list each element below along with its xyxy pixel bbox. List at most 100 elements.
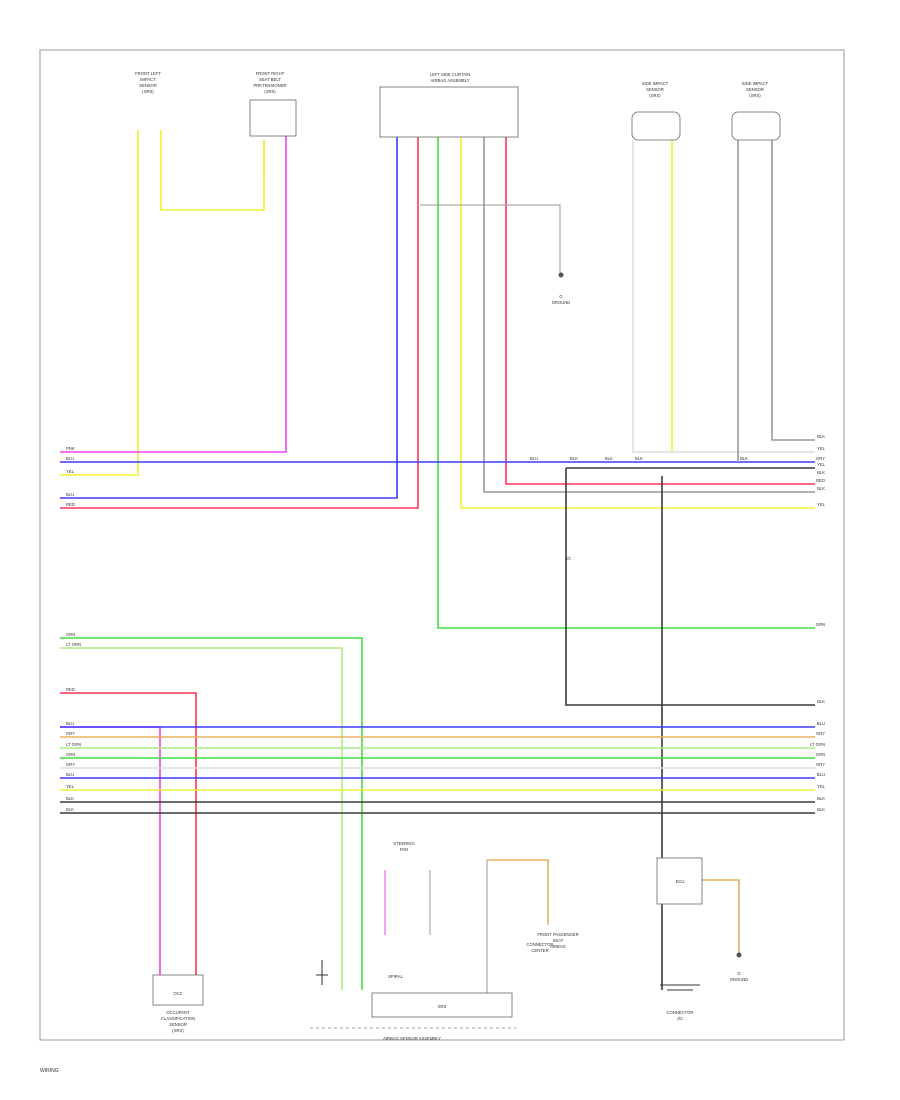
component-label: G xyxy=(559,294,562,299)
curtain-airbag-box xyxy=(379,86,519,138)
component-label: AIRBAG ASSEMBLY xyxy=(430,78,469,83)
wire-label: BLK xyxy=(817,807,825,812)
wire-label: BLU xyxy=(66,456,74,461)
wire-label: BLK xyxy=(66,796,74,801)
wire-label: BLK xyxy=(66,807,74,812)
wire-red xyxy=(60,692,197,975)
wire-label: BLU xyxy=(66,492,74,497)
wire-label: LT GRN xyxy=(810,742,825,747)
wire-label: BLU xyxy=(66,721,74,726)
sensor-box xyxy=(631,111,681,141)
ecu-tag: ECU xyxy=(676,879,685,884)
diagram-frame xyxy=(39,49,845,1041)
front-left-impact-sensor: FRONT LEFT IMPACT SENSOR (SRS) xyxy=(135,71,161,94)
wire-wht xyxy=(632,140,815,453)
wire-label: BLK xyxy=(635,456,643,461)
wire-label: BLK xyxy=(817,486,825,491)
component-label: SENSOR xyxy=(646,87,664,92)
wire-blk xyxy=(565,468,815,706)
wires xyxy=(60,130,815,993)
wire-label: BLK xyxy=(817,699,825,704)
wire-label: YEL xyxy=(817,502,826,507)
wire-splice-label: J/C xyxy=(565,556,571,561)
component-label: LEFT SIDE CURTAIN xyxy=(430,72,471,77)
component-label: SIDE IMPACT xyxy=(742,81,769,86)
component-label: CONNECTOR xyxy=(527,942,554,947)
wire-label: BLK xyxy=(817,796,825,801)
wire-yel xyxy=(460,130,815,509)
component-label: FRONT PASSENGER xyxy=(537,932,578,937)
footer-code: WIRING xyxy=(40,1068,59,1074)
wire-grn xyxy=(437,130,815,629)
seat-belt-pretensioner: FRONT RIGHT SEAT BELT PRETENSIONER (SRS) xyxy=(249,71,297,137)
wire-label: GRN xyxy=(816,752,825,757)
left-side-curtain-airbag: LEFT SIDE CURTAIN AIRBAG ASSEMBLY xyxy=(379,72,519,138)
ground-top: G GROUND xyxy=(552,272,571,305)
wire-label: GRN xyxy=(66,632,75,637)
module-tag: SRS xyxy=(438,1004,447,1009)
ground-point xyxy=(558,272,564,278)
component-label: GROUND xyxy=(552,300,571,305)
module-title: AIRBAG SENSOR ASSEMBLY xyxy=(383,1036,441,1041)
wire-label: BLK xyxy=(605,456,613,461)
wire-label: BLU xyxy=(817,721,825,726)
wire-label: BLU xyxy=(817,772,825,777)
wire-label: RED xyxy=(66,502,75,507)
wire-pnk xyxy=(60,726,161,975)
wire-org xyxy=(700,879,740,955)
wire-label: GRN xyxy=(66,752,75,757)
wire-yel xyxy=(60,130,139,476)
component-label: SENSOR xyxy=(169,1022,187,1027)
component-label: GROUND xyxy=(730,977,749,982)
wire-label: GRY xyxy=(816,456,825,461)
wire-label: LT GRN xyxy=(66,742,81,747)
wire-label: LT GRN xyxy=(66,642,81,647)
ecu-box xyxy=(656,857,703,905)
wire-label: BLK xyxy=(740,456,748,461)
component-label: PRETENSIONER xyxy=(253,83,286,88)
wire-label: BLK xyxy=(570,456,578,461)
front-passenger-seat-airbag: FRONT PASSENGER SEAT AIRBAG xyxy=(537,932,578,949)
wire-gry xyxy=(771,140,815,441)
wire-red xyxy=(60,130,419,509)
wire-ltgrn xyxy=(60,647,343,990)
side-impact-sensor-b: SIDE IMPACT SENSOR (SRS) xyxy=(631,81,681,141)
component-label: SIDE IMPACT xyxy=(642,81,669,86)
wire-yel xyxy=(160,130,265,211)
wire-org xyxy=(487,859,549,925)
wire-label: GRY xyxy=(66,762,75,767)
sensor-box xyxy=(731,111,781,141)
wire-label: YEL xyxy=(66,469,75,474)
wire-label: PNK xyxy=(66,446,75,451)
occupant-classification-sensor: OCC OCCUPANT CLASSIFICATION SENSOR (SRS) xyxy=(152,974,204,1033)
component-label: IMPACT xyxy=(140,77,156,82)
wire-label: BLK xyxy=(817,470,825,475)
component-label: (SRS) xyxy=(142,89,154,94)
component-label: (SRS) xyxy=(649,93,661,98)
component-label: FRONT RIGHT xyxy=(256,71,285,76)
wire-label: YEL xyxy=(817,462,826,467)
component-label: OCCUPANT xyxy=(166,1010,190,1015)
wire-label: YEL xyxy=(817,446,826,451)
steering-wheel-connector xyxy=(316,960,328,985)
wire-gry xyxy=(483,130,815,493)
wire-label: GRY xyxy=(816,731,825,736)
airbag-sensor-assembly: SRS AIRBAG SENSOR ASSEMBLY SPIRAL xyxy=(310,974,516,1041)
wire-pnk xyxy=(60,130,287,453)
component-label: (SRS) xyxy=(264,89,276,94)
wire-label: BLK xyxy=(817,434,825,439)
spiral-cable-label: SPIRAL xyxy=(388,974,404,979)
ground-bottom: G GROUND xyxy=(730,952,749,982)
wire-red xyxy=(505,130,815,485)
component-label: PAD xyxy=(400,847,408,852)
component-label: SENSOR xyxy=(139,83,157,88)
wire-label: RED xyxy=(66,687,75,692)
center-connector: CONNECTOR CENTER xyxy=(527,942,554,953)
pretensioner-box xyxy=(249,99,297,137)
component-label: CLASSIFICATION xyxy=(161,1016,195,1021)
component-label: (SRS) xyxy=(172,1028,184,1033)
steering-pad: STEERING PAD xyxy=(393,841,414,852)
component-label: SEAT xyxy=(553,938,564,943)
